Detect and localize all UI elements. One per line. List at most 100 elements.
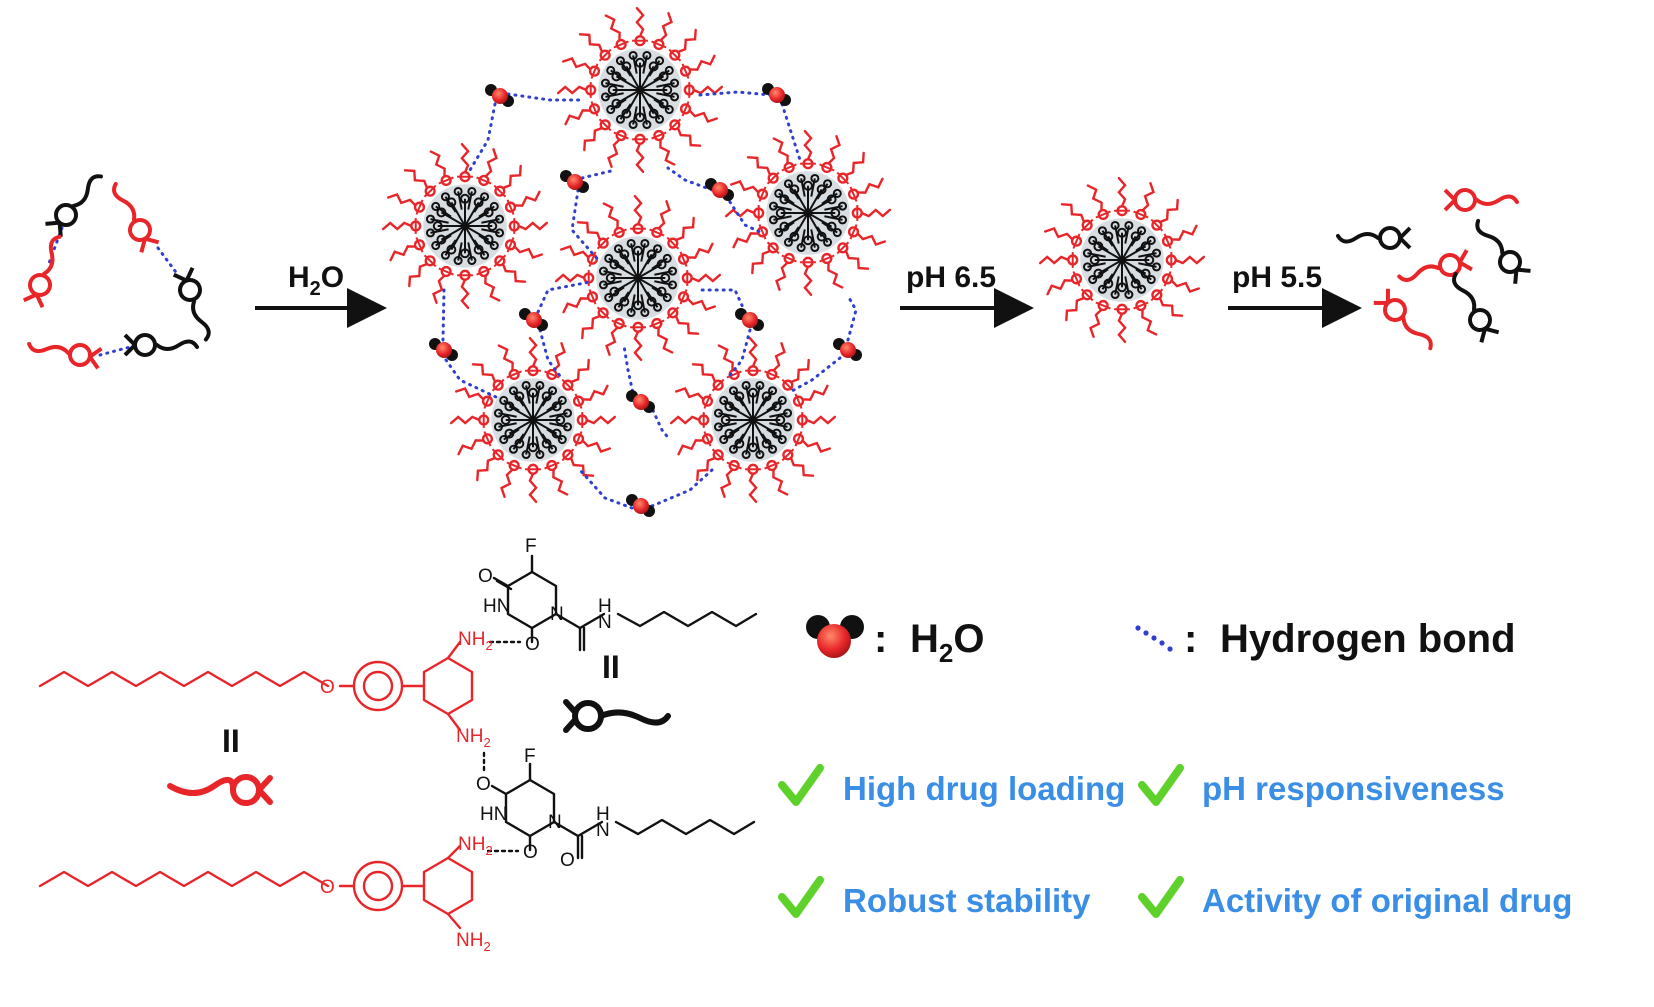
hydrogen-bond	[650, 468, 714, 508]
water-molecule-icon	[806, 615, 864, 658]
arrow-ph-6-5-label: pH 6.5	[906, 261, 996, 294]
monomer	[1452, 271, 1500, 343]
hydrogen-bond	[780, 102, 802, 162]
legend-water-label: H2O	[910, 617, 984, 668]
hydrogen-bond	[622, 344, 636, 400]
feature-label: High drug loading	[843, 770, 1125, 807]
fluorouracil-derivative-2	[482, 748, 756, 860]
hydrogen-bond	[666, 166, 714, 192]
monomer	[112, 181, 160, 253]
monomer	[1336, 226, 1412, 250]
check-icon	[778, 764, 824, 806]
micelle	[724, 129, 892, 297]
legend-hydrogen-bond: : Hydrogen bond	[1135, 617, 1516, 661]
atom-nh2: NH2	[458, 629, 493, 653]
legend-hbond-colon: :	[1184, 617, 1197, 661]
ligand-monomer-icon	[167, 774, 273, 806]
legend-water-colon: :	[874, 617, 887, 661]
check-icon	[1138, 876, 1184, 918]
fluorouracil-derivative-1	[488, 554, 758, 652]
atom-o: O	[320, 677, 335, 698]
monomer	[27, 342, 103, 370]
dotted-bond-icon	[1135, 625, 1173, 652]
feature-label: Robust stability	[843, 882, 1091, 919]
micelle	[556, 6, 724, 174]
water-molecule	[485, 84, 514, 107]
atom-n: N	[596, 820, 610, 841]
check-icon	[778, 876, 824, 918]
hydrogen-bond	[468, 102, 497, 172]
atom-o: O	[523, 842, 538, 863]
atom-o: O	[476, 774, 491, 795]
feature-item: Robust stability	[778, 876, 1091, 919]
atom-o: O	[320, 877, 335, 898]
atom-h: H	[596, 804, 610, 825]
water-molecule	[833, 338, 862, 361]
arrow-water-label: H2O	[288, 261, 344, 300]
arrow-ph-5-5: pH 5.5	[1228, 261, 1362, 328]
water-molecules	[429, 83, 862, 517]
feature-label: pH responsiveness	[1202, 770, 1505, 807]
hydrogen-bond	[698, 90, 772, 97]
micelle	[449, 336, 617, 504]
atom-o: O	[478, 566, 493, 587]
hydrogen-bond	[698, 288, 747, 314]
hydrogen-bond	[536, 280, 592, 314]
monomer	[45, 174, 103, 237]
atom-n: N	[548, 812, 562, 833]
triazine-peg-ligand-1	[38, 640, 474, 732]
atom-n: N	[598, 612, 612, 633]
atom-o: O	[525, 634, 540, 655]
free-monomers	[22, 174, 1531, 370]
feature-list: High drug loading pH responsiveness Robu…	[778, 764, 1572, 919]
hydrogen-bond	[46, 226, 180, 357]
water-molecule	[705, 178, 734, 201]
arrow-water: H2O	[255, 261, 387, 328]
hydrogen-bond	[506, 92, 584, 102]
monomer	[1475, 218, 1531, 284]
ii-label-drug: II	[602, 649, 620, 685]
water-molecule	[735, 308, 764, 331]
atom-hn: HN	[483, 596, 510, 617]
hydrogen-bond	[538, 328, 562, 378]
monomer	[123, 333, 199, 357]
monomer	[22, 234, 62, 309]
atom-h: H	[598, 596, 612, 617]
check-icon	[1138, 764, 1184, 806]
feature-item: High drug loading	[778, 764, 1125, 807]
triazine-peg-ligand-2	[38, 844, 474, 930]
monomer	[1373, 288, 1433, 351]
atom-nh2: NH2	[456, 726, 491, 750]
monomer	[172, 266, 211, 342]
hydrogen-bond	[441, 288, 446, 342]
atom-nh2: NH2	[458, 834, 493, 858]
hydrogen-bond	[578, 468, 634, 510]
micelle	[381, 142, 549, 310]
feature-item: pH responsiveness	[1138, 764, 1505, 807]
micelle	[1038, 176, 1206, 344]
hydrogen-bond	[788, 356, 842, 394]
hydrogen-bond	[724, 194, 762, 234]
atom-o: O	[560, 850, 575, 871]
hydrogen-bond	[580, 168, 617, 180]
hydrogen-bond	[846, 294, 858, 342]
atom-f: F	[524, 746, 536, 767]
atom-hn: HN	[480, 804, 507, 825]
hydrogen-bond	[444, 358, 500, 400]
hydrogen-bond	[648, 402, 672, 442]
legend-hbond-label: Hydrogen bond	[1220, 617, 1516, 661]
micelle-group	[381, 6, 1206, 504]
water-molecule	[429, 338, 458, 361]
water-molecule	[626, 494, 655, 517]
feature-label: Activity of original drug	[1202, 882, 1572, 919]
chemical-structures: F O HN N O H N O NH2 NH2 II II	[38, 536, 758, 954]
legend-water: : H2O	[806, 615, 984, 668]
atom-n: N	[550, 604, 564, 625]
hydrogen-bond-links	[46, 90, 858, 510]
ii-label-ligand: II	[222, 723, 240, 759]
monomer	[1443, 188, 1519, 212]
drug-monomer-icon	[563, 699, 671, 733]
atom-nh2: NH2	[456, 930, 491, 954]
arrow-ph-5-5-label: pH 5.5	[1232, 261, 1322, 294]
